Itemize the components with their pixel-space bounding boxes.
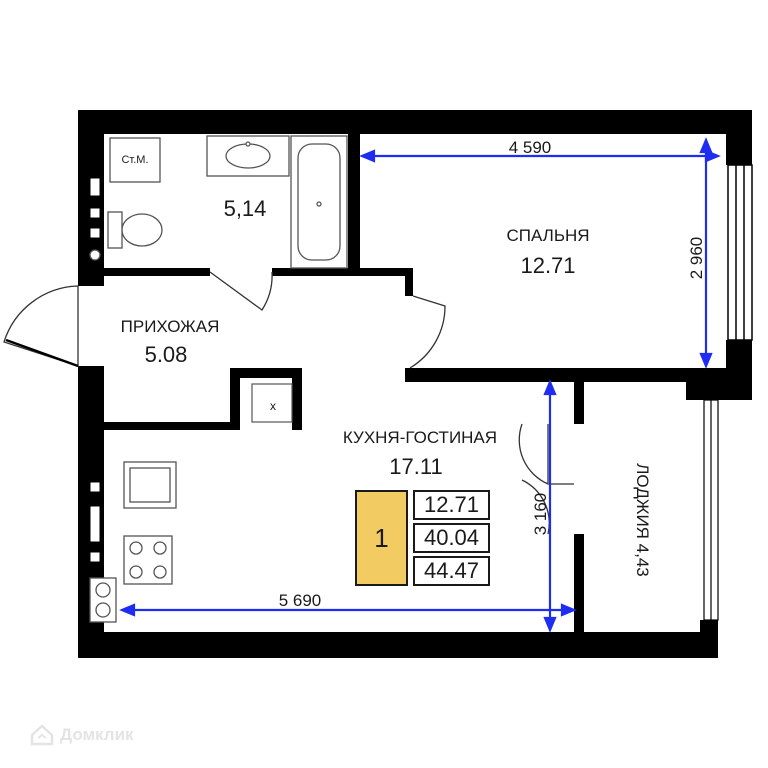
loggia-name: ЛОДЖИЯ 4,43 bbox=[633, 463, 652, 577]
wall-bedroom-bottom bbox=[405, 368, 726, 382]
wall-left-upper bbox=[78, 110, 104, 286]
hallway-name: ПРИХОЖАЯ bbox=[121, 317, 220, 336]
wall-right-upper bbox=[726, 110, 752, 165]
wall-bath-bottom-left bbox=[104, 268, 210, 276]
bathroom-door bbox=[209, 271, 273, 311]
stove bbox=[123, 535, 173, 585]
wall-bottom bbox=[78, 632, 718, 658]
kitchen-name: КУХНЯ-ГОСТИНАЯ bbox=[343, 428, 497, 447]
dimension-lines bbox=[119, 137, 721, 633]
wall-loggia-bottom bbox=[574, 534, 584, 634]
watermark: Домклик bbox=[30, 724, 134, 746]
bedroom-window bbox=[727, 164, 753, 341]
loggia-window bbox=[703, 399, 719, 621]
total-area-cell: 44.47 bbox=[413, 556, 490, 586]
rooms-count: 1 bbox=[355, 490, 408, 586]
washing-machine bbox=[109, 137, 161, 183]
wall-shaft-right bbox=[292, 368, 302, 430]
wall-loggia-top bbox=[574, 382, 584, 424]
dim-bedroom-width-label: 4 590 bbox=[509, 138, 552, 157]
shaft-mark: x bbox=[270, 399, 276, 413]
hallway-area: 5.08 bbox=[145, 342, 188, 367]
area-without-balcony-cell: 40.04 bbox=[413, 523, 490, 553]
loggia-door bbox=[518, 423, 549, 485]
kitchen-area: 17.11 bbox=[389, 454, 442, 479]
wall-shaft-top bbox=[230, 368, 302, 378]
wall-hall-right bbox=[104, 422, 240, 430]
washer-label: Ст.М. bbox=[121, 154, 148, 166]
wall-bath-bottom-right bbox=[272, 268, 412, 276]
bedroom-name: СПАЛЬНЯ bbox=[506, 226, 589, 245]
wall-bedroom-corner bbox=[686, 368, 752, 400]
living-area-cell: 12.71 bbox=[413, 490, 490, 520]
dim-kitchen-width-label: 5 690 bbox=[279, 591, 322, 610]
dim-bedroom-depth-label: 2 960 bbox=[687, 237, 706, 280]
bedroom-area: 12.71 bbox=[520, 253, 575, 278]
dim-kitchen-depth-label: 3 160 bbox=[531, 493, 550, 536]
toilet-bowl bbox=[121, 213, 163, 247]
wall-bath-bedroom bbox=[348, 134, 360, 276]
area-summary-table: 1 12.71 40.04 44.47 bbox=[355, 490, 490, 586]
door-lines bbox=[5, 338, 79, 368]
house-logo-icon bbox=[30, 724, 54, 746]
toilet-tank bbox=[107, 211, 123, 249]
wall-top-left bbox=[78, 110, 360, 134]
wall-loggia-right-bottom bbox=[700, 620, 718, 658]
left-wall-markers bbox=[89, 177, 101, 563]
ventilation-shaft bbox=[251, 383, 293, 423]
wall-bedroom-left-stub bbox=[405, 268, 413, 296]
wall-shaft-left bbox=[230, 368, 240, 430]
watermark-text: Домклик bbox=[60, 725, 134, 744]
bedroom-door bbox=[409, 295, 446, 369]
kitchen-fixtures bbox=[89, 461, 177, 623]
wall-top-right bbox=[348, 110, 750, 134]
bathroom-area: 5,14 bbox=[224, 196, 267, 221]
bathroom-fixtures bbox=[89, 135, 348, 269]
